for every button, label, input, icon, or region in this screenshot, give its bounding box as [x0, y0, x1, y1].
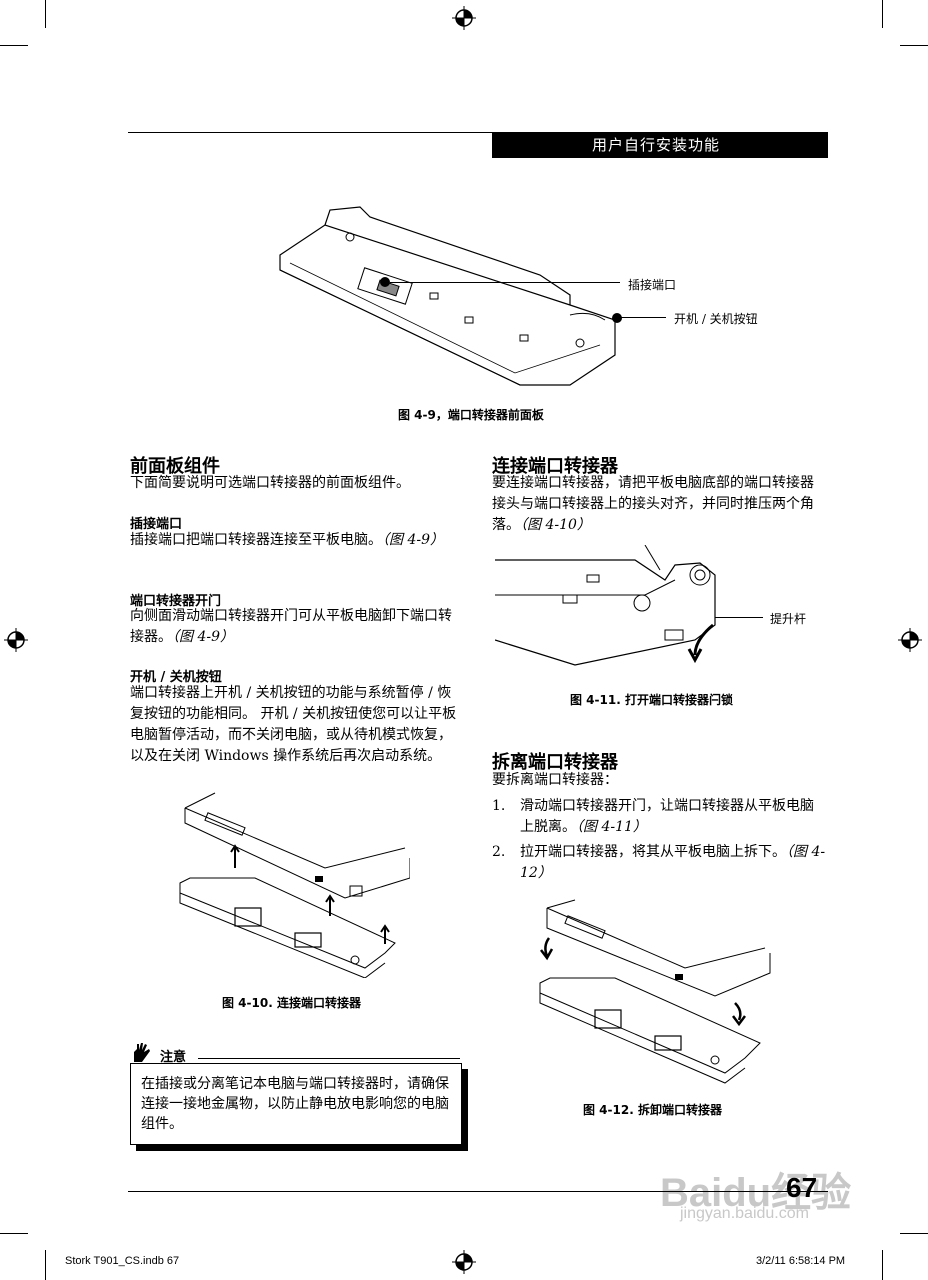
item-body: 插接端口把端口转接器连接至平板电脑。（图 4-9） — [130, 532, 444, 548]
registration-mark-icon — [4, 628, 28, 652]
crop-mark — [45, 1250, 46, 1280]
figure-4-11-open-latch — [495, 545, 716, 666]
crop-mark — [900, 45, 928, 46]
figure-4-12-detach-replicator — [539, 899, 771, 1084]
item-title: 插接端口 — [130, 517, 183, 532]
section-title: 用户自行安装功能 — [492, 133, 828, 158]
item-body: 端口转接器上开机 / 关机按钮的功能与系统暂停 / 恢复按钮的功能相同。 开机 … — [130, 685, 457, 764]
note-label: 注意 — [160, 1050, 187, 1065]
figure-4-12-caption: 图 4-12. 拆卸端口转接器 — [583, 1103, 722, 1117]
step-number: 1. — [492, 798, 506, 814]
callout-line — [390, 282, 620, 283]
detach-intro: 要拆离端口转接器： — [492, 772, 618, 788]
section-heading-connect: 连接端口转接器 — [492, 456, 618, 477]
item-title: 端口转接器开门 — [130, 594, 222, 609]
crop-mark — [45, 0, 46, 28]
crop-mark — [882, 0, 883, 28]
item-body: 向侧面滑动端口转接器开门可从平板电脑卸下端口转接器。（图 4-9） — [130, 608, 452, 645]
crop-mark — [900, 1233, 928, 1234]
callout-power-button: 开机 / 关机按钮 — [674, 312, 758, 326]
crop-mark — [882, 1250, 883, 1280]
header-rule — [128, 132, 828, 133]
figure-4-9-caption: 图 4-9，端口转接器前面板 — [398, 408, 544, 422]
figure-4-9-port-replicator-front — [279, 206, 622, 386]
step-number: 2. — [492, 844, 506, 860]
registration-mark-icon — [452, 6, 476, 30]
figure-4-10-connect-replicator — [179, 792, 410, 978]
note-box: 在插接或分离笔记本电脑与端口转接器时，请确保连接一接地金属物，以防止静电放电影响… — [130, 1063, 462, 1145]
callout-lever: 提升杆 — [770, 612, 807, 626]
intro-text: 下面简要说明可选端口转接器的前面板组件。 — [130, 475, 410, 491]
section-heading-detach: 拆离端口转接器 — [492, 752, 618, 773]
section-heading-front-panel: 前面板组件 — [130, 456, 220, 477]
callout-dock-connector: 插接端口 — [628, 278, 677, 292]
note-rule — [198, 1058, 460, 1059]
watermark-url: jingyan.baidu.com — [680, 1205, 809, 1222]
connect-body: 要连接端口转接器，请把平板电脑底部的端口转接器接头与端口转接器上的接头对齐，并同… — [492, 475, 814, 533]
registration-mark-icon — [898, 628, 922, 652]
callout-line — [715, 617, 763, 618]
figure-4-10-caption: 图 4-10. 连接端口转接器 — [222, 996, 361, 1010]
watermark-brand: Baidu经验 — [660, 1171, 852, 1215]
crop-mark — [0, 45, 28, 46]
item-title: 开机 / 关机按钮 — [130, 670, 222, 685]
crop-mark — [0, 1233, 28, 1234]
page-number: 67 — [786, 1172, 818, 1203]
file-info: Stork T901_CS.indb 67 — [65, 1255, 180, 1267]
callout-line — [618, 317, 666, 318]
timestamp: 3/2/11 6:58:14 PM — [756, 1255, 846, 1267]
note-text: 在插接或分离笔记本电脑与端口转接器时，请确保连接一接地金属物，以防止静电放电影响… — [141, 1076, 449, 1132]
registration-mark-icon — [452, 1250, 476, 1274]
step-text: 拉开端口转接器，将其从平板电脑上拆下。（图 4-12） — [520, 844, 826, 881]
figure-4-11-caption: 图 4-11. 打开端口转接器闩锁 — [570, 693, 733, 707]
footer-rule — [128, 1191, 828, 1192]
step-text: 滑动端口转接器开门，让端口转接器从平板电脑上脱离。（图 4-11） — [520, 798, 814, 835]
caution-hand-icon — [134, 1043, 150, 1062]
